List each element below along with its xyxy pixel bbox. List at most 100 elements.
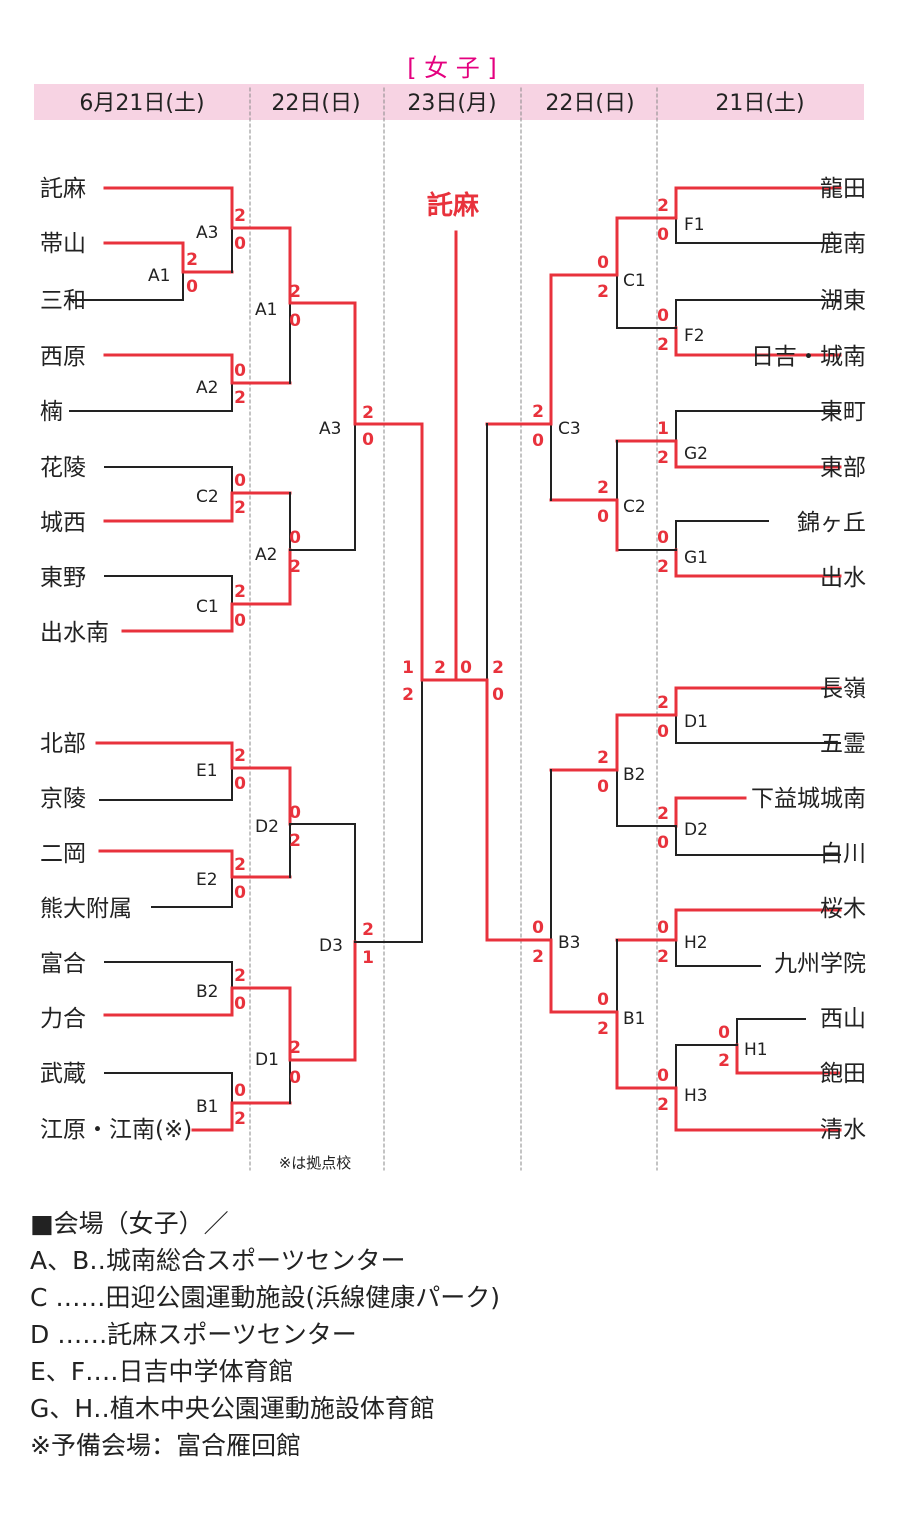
score: 1 <box>402 658 414 678</box>
score: 2 <box>532 947 544 967</box>
team-name-left: 富合 <box>40 951 86 977</box>
score: 2 <box>657 196 669 216</box>
score: 2 <box>657 448 669 468</box>
team-name-right: 九州学院 <box>774 951 866 977</box>
score: 2 <box>289 557 301 577</box>
score: 0 <box>362 430 374 450</box>
score: 0 <box>597 253 609 273</box>
score: 2 <box>289 1038 301 1058</box>
score: 2 <box>234 746 246 766</box>
match-label: B2 <box>623 765 645 785</box>
score: 2 <box>657 335 669 355</box>
score: 0 <box>657 1066 669 1086</box>
team-name-right: 湖東 <box>820 288 866 314</box>
team-name-left: 二岡 <box>40 841 86 867</box>
bracket-labels: 託麻帯山三和西原楠花陵城西東野出水南北部京陵二岡熊大附属富合力合武蔵江原・江南(… <box>40 176 866 1172</box>
venue-ab: A、B‥城南総合スポーツセンター <box>30 1246 406 1275</box>
score: 0 <box>289 803 301 823</box>
team-name-right: 西山 <box>820 1006 866 1032</box>
match-label: G1 <box>684 548 708 568</box>
score: 2 <box>718 1051 730 1071</box>
date-header-band <box>34 84 864 120</box>
host-school-note: ※は拠点校 <box>279 1154 352 1172</box>
score: 0 <box>234 883 246 903</box>
match-label: H2 <box>684 933 708 953</box>
bracket-title: [ 女 子 ] <box>407 54 497 82</box>
score: 2 <box>362 403 374 423</box>
team-name-left: 京陵 <box>40 786 86 812</box>
venue-list: ■会場（女子）／ A、B‥城南総合スポーツセンター C ‥‥‥田迎公園運動施設(… <box>30 1205 500 1464</box>
team-name-left: 江原・江南(※) <box>40 1117 192 1143</box>
score: 0 <box>234 774 246 794</box>
team-name-right: 清水 <box>820 1117 866 1143</box>
venue-reserve: ※予備会場：富合雁回館 <box>30 1431 301 1460</box>
score: 0 <box>597 990 609 1010</box>
team-name-right: 五霊 <box>820 731 866 757</box>
match-label: C1 <box>623 271 646 291</box>
score: 2 <box>234 1109 246 1129</box>
match-label: A2 <box>255 545 277 565</box>
score: 2 <box>657 693 669 713</box>
score: 0 <box>657 722 669 742</box>
score: 0 <box>657 306 669 326</box>
match-label: C2 <box>196 487 219 507</box>
score: 2 <box>657 557 669 577</box>
score: 2 <box>434 658 446 678</box>
score: 2 <box>234 966 246 986</box>
team-name-left: 託麻 <box>40 176 86 202</box>
team-name-right: 出水 <box>820 565 866 591</box>
team-name-right: 桜木 <box>820 896 866 922</box>
score: 2 <box>234 582 246 602</box>
score: 0 <box>234 471 246 491</box>
match-label: F1 <box>684 215 705 235</box>
header-day1-left: 6月21日(土) <box>79 91 204 116</box>
score: 0 <box>289 1068 301 1088</box>
score: 2 <box>362 920 374 940</box>
score: 0 <box>234 234 246 254</box>
score: 2 <box>234 388 246 408</box>
score: 2 <box>492 658 504 678</box>
score: 0 <box>532 918 544 938</box>
score: 2 <box>597 748 609 768</box>
bracket-lines <box>69 87 842 1171</box>
score: 0 <box>492 685 504 705</box>
score: 0 <box>597 507 609 527</box>
team-name-right: 錦ヶ丘 <box>797 510 866 536</box>
team-name-right: 下益城城南 <box>751 786 866 812</box>
match-label: D2 <box>684 820 708 840</box>
score: 0 <box>532 431 544 451</box>
match-label: H1 <box>744 1040 768 1060</box>
score: 0 <box>234 611 246 631</box>
score: 0 <box>597 777 609 797</box>
score: 2 <box>289 831 301 851</box>
team-name-left: 楠 <box>40 399 63 425</box>
match-label: B1 <box>623 1009 645 1029</box>
header-day1-right: 21日(土) <box>715 91 804 116</box>
team-name-left: 三和 <box>40 288 86 314</box>
score: 1 <box>657 419 669 439</box>
match-label: B1 <box>196 1097 218 1117</box>
match-label: F2 <box>684 326 705 346</box>
header-day3: 23日(月) <box>407 91 496 116</box>
match-label: G2 <box>684 444 708 464</box>
match-label: B2 <box>196 982 218 1002</box>
match-label: A1 <box>255 300 277 320</box>
score: 0 <box>657 833 669 853</box>
match-label: E1 <box>196 761 218 781</box>
match-label: C2 <box>623 497 646 517</box>
team-name-left: 武蔵 <box>40 1061 86 1087</box>
match-label: D1 <box>255 1050 279 1070</box>
venue-c: C ‥‥‥田迎公園運動施設(浜線健康パーク) <box>30 1283 500 1312</box>
match-label: D2 <box>255 817 279 837</box>
venue-ef: E、F‥‥日吉中学体育館 <box>30 1357 294 1386</box>
match-label: C3 <box>558 419 581 439</box>
score: 2 <box>597 282 609 302</box>
score: 0 <box>657 225 669 245</box>
score: 0 <box>289 311 301 331</box>
match-label: B3 <box>558 933 580 953</box>
team-name-right: 東町 <box>820 399 866 425</box>
score: 2 <box>234 498 246 518</box>
score: 2 <box>402 685 414 705</box>
score: 0 <box>234 994 246 1014</box>
score: 2 <box>657 1095 669 1115</box>
